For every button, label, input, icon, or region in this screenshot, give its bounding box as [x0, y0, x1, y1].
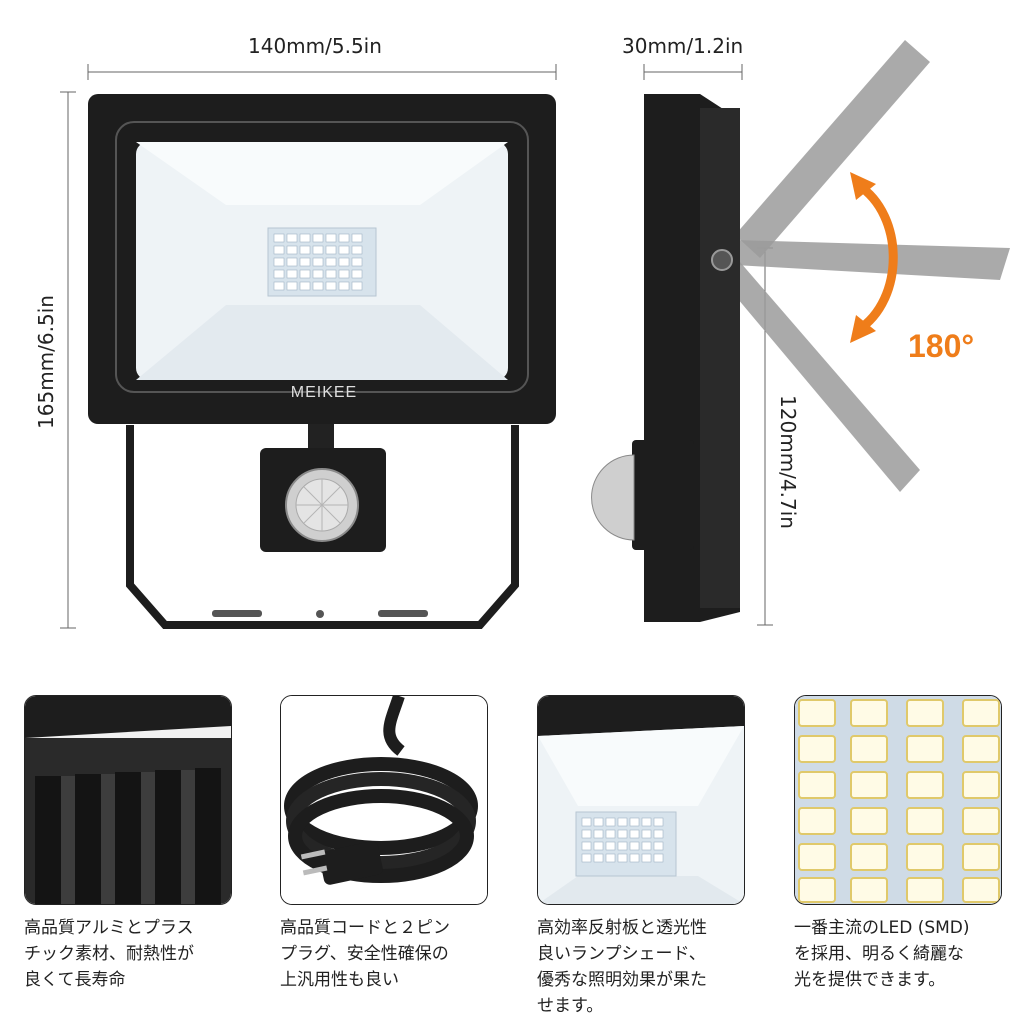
feature-panel-led — [794, 695, 1002, 905]
feature-panel-heatsink — [24, 695, 232, 905]
side-view-diagram — [591, 40, 1010, 626]
feature-caption-reflector: 高効率反射板と透光性 良いランプシェード、 優秀な照明効果が果た せます。 — [537, 918, 707, 1016]
feature-caption-heatsink: 高品質アルミとプラス チック素材、耐熱性が 良くて長寿命 — [24, 918, 194, 990]
feature-caption-cord: 高品質コードと２ピン プラグ、安全性確保の 上汎用性も良い — [280, 918, 450, 990]
width-dimension-line — [87, 64, 557, 80]
feature-caption-led: 一番主流のLED (SMD) を採用、明るく綺麗な 光を提供できます。 — [794, 918, 970, 990]
mount-dimension-label: 120mm/4.7in — [776, 395, 800, 529]
depth-dimension-line — [643, 64, 743, 80]
rotation-angle-label: 180° — [908, 328, 975, 364]
feature-panel-reflector — [537, 695, 745, 905]
mounting-bracket — [126, 425, 519, 629]
feature-panel-cord — [280, 695, 488, 905]
heatsink-image — [25, 696, 231, 904]
rotation-arm-down — [722, 262, 920, 492]
rotation-arrow — [855, 181, 898, 334]
rotation-arm-up — [735, 40, 930, 258]
height-dimension-line — [60, 91, 76, 629]
power-cord-image — [281, 696, 487, 904]
sensor-side-dome — [591, 454, 635, 541]
reflector-image — [538, 696, 744, 904]
depth-dimension-label: 30mm/1.2in — [622, 34, 744, 58]
brand-logo: MEIKEE — [290, 384, 358, 401]
front-view-diagram — [60, 64, 557, 629]
width-dimension-label: 140mm/5.5in — [248, 34, 382, 58]
led-smd-image — [795, 696, 1001, 904]
rotation-arm-flat — [735, 240, 1010, 280]
height-dimension-label: 165mm/6.5in — [34, 295, 58, 429]
